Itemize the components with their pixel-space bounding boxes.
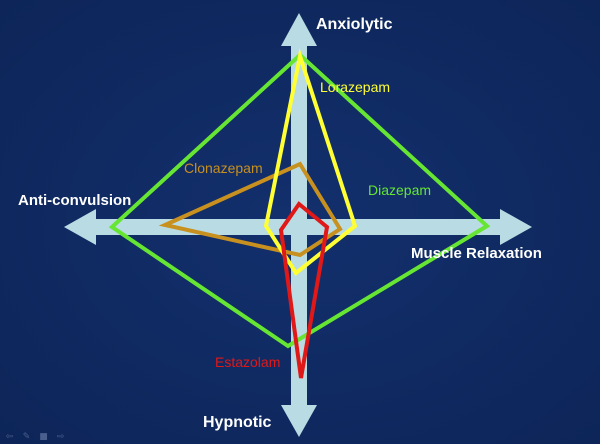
drug-label-estazolam: Estazolam: [215, 354, 281, 370]
lorazepam-shape: [263, 48, 358, 276]
clonazepam-shape: [158, 161, 343, 258]
diazepam-shape: [108, 52, 491, 349]
drug-label-diazepam: Diazepam: [368, 182, 432, 198]
axes: [64, 13, 532, 437]
drug-label-clonazepam: Clonazepam: [184, 160, 263, 176]
bottom-arrowhead: [281, 405, 317, 437]
right-arrowhead: [500, 209, 532, 245]
top-arrowhead: [281, 13, 317, 46]
menu-icon[interactable]: ■: [39, 431, 48, 442]
left-arrowhead: [64, 209, 96, 245]
next-icon[interactable]: ⇨: [56, 431, 65, 442]
axis-label-muscle-relaxation: Muscle Relaxation: [411, 245, 542, 262]
axis-label-hypnotic: Hypnotic: [203, 414, 272, 431]
drug-label-lorazepam: Lorazepam: [320, 79, 391, 95]
slideshow-controls: ⇦ ✎ ■ ⇨: [4, 431, 66, 443]
axis-label-anxiolytic: Anxiolytic: [316, 16, 393, 33]
previous-icon[interactable]: ⇦: [5, 431, 14, 442]
axis-label-anti-convulsion: Anti-convulsion: [18, 192, 132, 209]
estazolam-shape: [278, 201, 330, 379]
pen-icon[interactable]: ✎: [22, 431, 31, 442]
